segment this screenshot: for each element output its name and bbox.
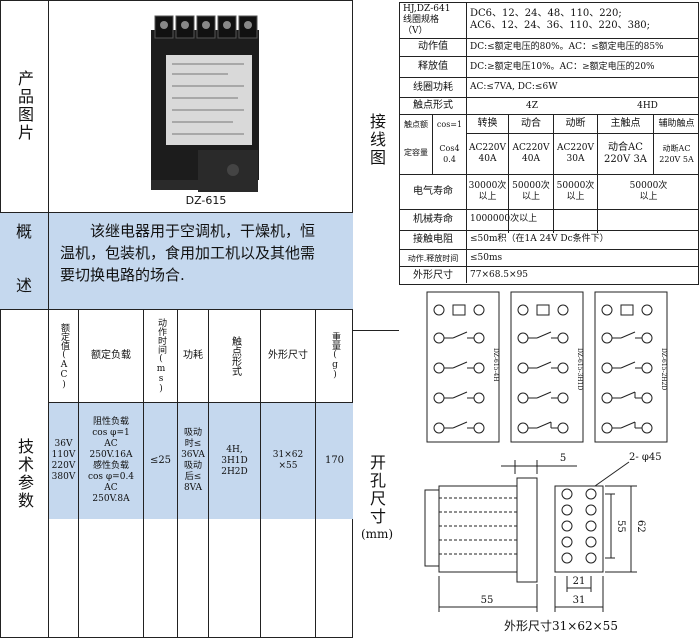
dim-55-vertical: 55 [613, 514, 627, 538]
wiring-diagrams-svg [426, 291, 668, 443]
contact-form-4z: 4Z [526, 100, 538, 111]
spec-header-rated: 额定值(AC) [59, 322, 69, 390]
coil-power-label: 线圈功耗 [413, 81, 453, 93]
val-aux: 动断AC 220V 5A [659, 144, 694, 164]
elec-life-label: 电气寿命 [413, 185, 453, 197]
spec-header-time: 动作时间(ms) [144, 312, 177, 400]
drawing-caption: 外形尺寸31×62×55 [504, 618, 618, 633]
wiring-diagram-1-label: DZ-615-4H [492, 348, 499, 382]
rating-label-cos: cos=1 [436, 119, 463, 129]
relay-photo [151, 15, 259, 192]
spec-header-time-text: 动作时间(ms) [156, 318, 166, 394]
dim-55-horizontal: 55 [480, 595, 494, 606]
overview-section [0, 213, 353, 309]
col-break: 动断 [565, 118, 586, 129]
spec-time-value: ≤25 [149, 455, 172, 466]
wiring-label: 接线图 [367, 113, 386, 167]
contact-res-label: 接触电阻 [413, 234, 453, 245]
product-image: DZ-615 [48, 0, 353, 212]
val-break: AC220V 30A [556, 143, 595, 164]
spec-header-weight-text: 重量(g) [330, 332, 340, 380]
wiring-diagrams: DZ-615-4H DZ-615-3H1D DZ-615-2H2D [401, 288, 699, 450]
dim-62: 62 [633, 514, 647, 538]
contact-form-label: 触点形式 [413, 100, 453, 111]
spec-header-size: 外形尺寸 [268, 350, 308, 361]
wiring-diagram-2-label: DZ-615-3H1D [576, 348, 583, 391]
product-caption: DZ-615 [185, 193, 227, 207]
dim-hole: 2- φ45 [629, 452, 662, 463]
col-aux: 辅助触点 [658, 118, 695, 129]
release-label: 释放值 [418, 61, 448, 72]
mech-life-value: 1000000次以上 [470, 214, 538, 224]
release-time-value: ≤50ms [470, 253, 503, 263]
rating-label-2: 定容量 [404, 147, 428, 157]
dimension-drawing-svg [424, 460, 637, 612]
val-main: 动合AC 220V 3A [603, 142, 648, 165]
elec-life-3: 50000次 以上 [556, 180, 595, 202]
elec-life-4: 50000次 以上 [629, 180, 668, 202]
outline-value: 77×68.5×95 [470, 270, 529, 280]
spec-contact-value: 4H, 3H1D 2H2D [221, 444, 248, 477]
spec-values-row [49, 403, 353, 519]
contact-res-value: ≤50m积（在1A 24V Dc条件下） [470, 234, 609, 244]
right-table [399, 2, 699, 285]
pickup-value: DC:≤额定电压的80%。AC：≤额定电压的85% [470, 42, 664, 52]
coil-power-value: AC:≤7VA, DC:≤6W [470, 82, 558, 92]
spec-load-value: 阻性负载 cos φ=1 AC 250V.16A 感性负载 cos φ=0.4 … [87, 417, 135, 504]
specs-label: 技术参数 [15, 438, 34, 510]
spec-header-power: 功耗 [183, 350, 203, 361]
overview-label-top: 概 [15, 222, 32, 241]
coil-label: HJ,DZ-641 线圈规格 （V） [403, 4, 451, 36]
elec-life-2: 50000次 以上 [512, 180, 550, 202]
product-image-label: 产品图片 [15, 70, 34, 142]
pickup-label: 动作值 [418, 41, 448, 52]
rating-label-1: 触点额 [404, 119, 428, 129]
spec-header-contact: 触点形式 [209, 312, 260, 400]
col-main: 主触点 [610, 118, 641, 129]
rating-cos04: Cos4 0.4 [439, 144, 460, 164]
dimension-drawing: 5 2- φ45 55 62 21 31 55 外形尺寸31×62×55 [401, 452, 699, 638]
release-time-label: 动作.释放时间 [407, 253, 459, 263]
val-make: AC220V 40A [512, 143, 550, 164]
spec-header-load: 额定负载 [91, 350, 131, 361]
spec-weight-value: 170 [324, 455, 345, 466]
outline-label: 外形尺寸 [413, 269, 453, 281]
contact-form-4hd: 4HD [637, 100, 658, 111]
overview-label-bottom: 述 [15, 276, 32, 295]
release-value: DC:≥额定电压10%。AC：≥额定电压的20% [470, 62, 655, 72]
spec-power-value: 吸动 时≤ 36VA 吸动 后≤ 8VA [181, 428, 205, 493]
wiring-diagram-3-label: DZ-615-2H2D [660, 348, 667, 391]
hole-label: 开孔尺寸 [367, 454, 386, 526]
overview-text: 该继电器用于空调机，干燥机，恒温机，包装机，食用加工机以及其他需要切换电路的场合… [60, 222, 316, 284]
elec-life-1: 30000次 以上 [468, 180, 507, 202]
spec-header-weight: 重量(g) [316, 312, 353, 400]
spec-header-contact-text: 触点形式 [229, 336, 241, 376]
dim-62-text: 62 [635, 519, 646, 533]
spec-rated-value: 36V 110V 220V 380V [51, 439, 76, 482]
dim-31: 31 [572, 595, 586, 606]
col-switch: 转换 [477, 118, 498, 129]
hole-unit: (mm) [360, 526, 394, 541]
dim-21: 21 [572, 576, 586, 587]
val-switch: AC220V 40A [468, 143, 507, 164]
col-make: 动合 [521, 118, 541, 129]
coil-value: DC6、12、24、48、110、220; AC6、12、24、36、110、2… [470, 8, 651, 31]
mech-life-label: 机械寿命 [413, 214, 453, 225]
left-table [0, 0, 353, 638]
dim-5: 5 [559, 453, 567, 464]
spec-size-value: 31×62 ×55 [272, 450, 304, 471]
dim-55-vertical-text: 55 [615, 519, 626, 533]
